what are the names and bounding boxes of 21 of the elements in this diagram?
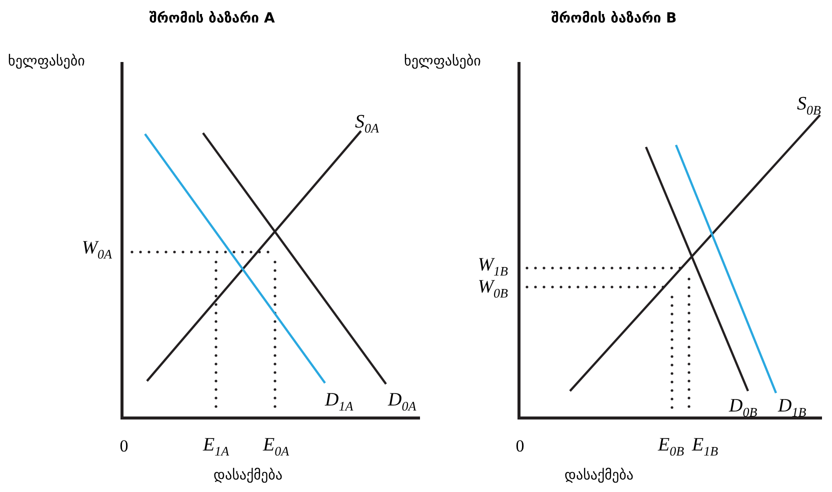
axis-value: E$_{1B}$ xyxy=(692,435,718,459)
axis-label: დასაქმება xyxy=(214,468,282,484)
axis-value: E$_{0B}$ xyxy=(658,435,684,459)
axis-label: ხელფასები xyxy=(8,54,85,70)
chart-title: შრომის ბაზარი A xyxy=(149,11,275,27)
chart-title: შრომის ბაზარი B xyxy=(551,11,677,27)
axis-value: 0 xyxy=(516,438,524,456)
curve-label: D$_{0B}$ xyxy=(729,396,758,420)
axis-value: W$_{0B}$ xyxy=(478,277,508,301)
curve-label: D$_{1A}$ xyxy=(325,390,354,414)
axis-value: E$_{0A}$ xyxy=(262,435,290,459)
axis-value: 0 xyxy=(120,438,128,456)
curve-label: S$_{0A}$ xyxy=(355,112,379,136)
axis-value: W$_{0A}$ xyxy=(82,238,112,262)
curve-label: D$_{0A}$ xyxy=(388,390,416,414)
axis-value: E$_{1A}$ xyxy=(202,435,230,459)
axis-label: ხელფასები xyxy=(404,54,481,70)
axis-value: W$_{1B}$ xyxy=(478,255,508,279)
curve-label: S$_{0B}$ xyxy=(797,94,821,118)
axis-label: დასაქმება xyxy=(564,468,634,484)
curve-label: D$_{1B}$ xyxy=(778,396,806,420)
